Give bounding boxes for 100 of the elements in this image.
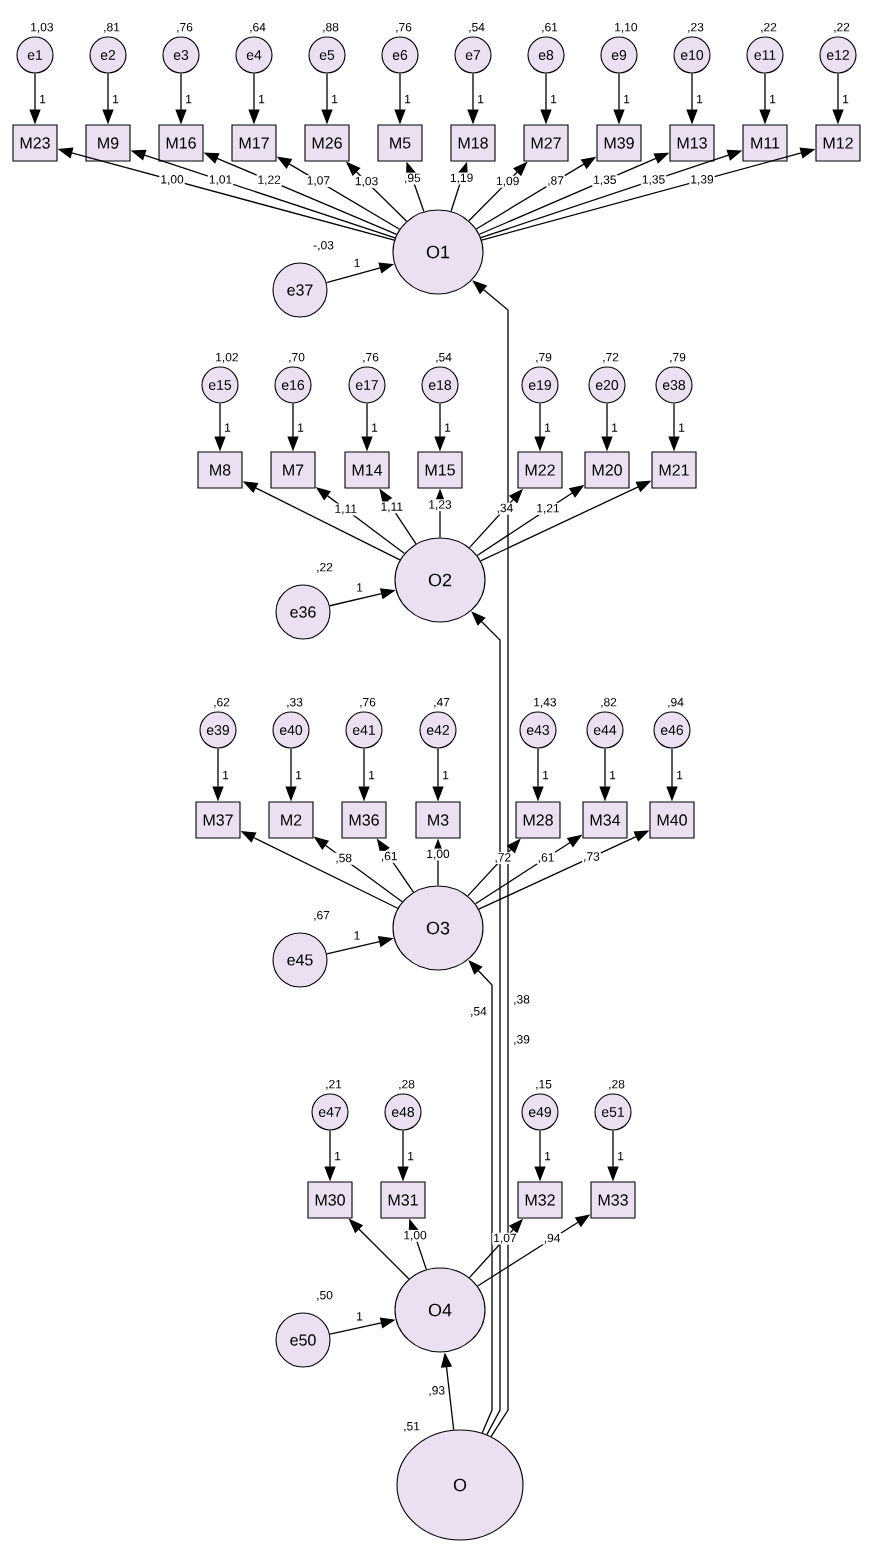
variance-label: ,79	[670, 352, 686, 363]
edge-label: 1	[355, 582, 364, 593]
edge-label: 1	[352, 930, 362, 941]
edge-label: 1,35	[592, 174, 618, 187]
edge-label: 1,00	[425, 848, 451, 861]
edge-label: 1	[352, 257, 362, 269]
edge-label: 1,39	[689, 174, 715, 186]
variable-box: M34	[582, 801, 628, 839]
edge-label: 1	[610, 422, 619, 433]
variance-label: ,23	[688, 22, 704, 33]
edge-label: 1	[476, 93, 485, 105]
variance-label: ,61	[542, 22, 558, 33]
variance-label: ,22	[317, 562, 333, 573]
variance-label: ,62	[214, 697, 230, 708]
variance-label: ,54	[436, 353, 452, 363]
edge-label: 1,09	[495, 175, 521, 188]
edge-label: 1,00	[159, 174, 185, 186]
edge-label: 1	[543, 1150, 552, 1162]
variable-box: M8	[197, 451, 243, 489]
edge-label: ,72	[493, 852, 513, 864]
variable-box: M30	[307, 1181, 353, 1219]
variance-label: ,15	[536, 1080, 552, 1090]
edge-label: ,54	[469, 1006, 488, 1018]
variable-box: M7	[270, 451, 316, 489]
variable-box: M33	[590, 1181, 636, 1219]
variable-box: M28	[515, 801, 561, 839]
edge-label: ,95	[403, 172, 422, 185]
edge-label: 1	[616, 1150, 625, 1162]
variable-box: M37	[195, 801, 241, 839]
edge-label: 1,11	[379, 501, 404, 514]
variable-box: M32	[517, 1181, 563, 1219]
variance-label: ,33	[287, 697, 303, 708]
edge-label: 1	[677, 422, 686, 433]
edge-label: 1	[294, 769, 303, 781]
edge-label: 1	[695, 93, 704, 105]
variance-label: ,76	[360, 697, 376, 708]
variance-label: ,70	[289, 352, 305, 363]
edge-label: 1	[841, 93, 850, 105]
edge-label: 1	[549, 93, 558, 105]
edge-label: 1	[223, 422, 232, 433]
edge-label: 1,00	[402, 1229, 428, 1242]
variance-label: ,76	[363, 352, 379, 363]
variance-label: ,28	[399, 1079, 415, 1090]
variance-label: 1,10	[615, 22, 638, 33]
variable-box: M36	[341, 801, 387, 839]
variance-label: -,03	[313, 240, 334, 251]
variable-box: M18	[450, 124, 496, 162]
variance-label: 1,43	[534, 697, 557, 708]
variable-box: M15	[417, 451, 463, 489]
edge-label: 1,35	[640, 174, 667, 187]
variance-label: ,79	[536, 352, 552, 363]
variable-box: M23	[12, 124, 58, 162]
edge-label: 1,03	[353, 175, 380, 188]
edge-label: 1	[330, 93, 339, 105]
variable-box: M9	[85, 124, 131, 162]
edge-label: 1,23	[427, 499, 453, 512]
edge-label: 1	[370, 422, 379, 433]
edge-label: ,38	[512, 994, 531, 1006]
variance-label: ,88	[323, 22, 339, 33]
variance-label: ,28	[609, 1079, 625, 1090]
edge-label: ,34	[495, 502, 515, 515]
edge-label: 1	[403, 93, 412, 105]
edge-label: 1	[38, 93, 47, 105]
edge-label: 1,19	[448, 172, 475, 185]
variable-box: M31	[380, 1181, 426, 1219]
variance-label: ,54	[469, 23, 485, 33]
variable-box: M5	[377, 124, 423, 162]
variance-label: ,72	[603, 352, 619, 363]
edge-label: 1,07	[492, 1232, 518, 1245]
edge-label: ,61	[536, 852, 556, 865]
edge-label: 1	[296, 422, 305, 433]
variable-box: M21	[651, 451, 697, 489]
edge-label: ,87	[546, 175, 565, 188]
variance-label: ,22	[761, 22, 777, 33]
arrow	[471, 611, 501, 1436]
variable-box: M13	[669, 124, 715, 162]
variance-label: ,21	[326, 1079, 342, 1090]
variable-box: M11	[742, 124, 788, 162]
variable-box: M12	[815, 124, 861, 162]
variable-box: M22	[517, 451, 563, 489]
variance-label: ,22	[834, 22, 850, 33]
edge-label: 1	[355, 1311, 364, 1322]
variable-box: M2	[268, 801, 314, 839]
edge-label: 1	[221, 769, 230, 781]
variance-label: ,76	[177, 22, 193, 33]
variable-box: M3	[415, 801, 461, 839]
edge-label: 1	[367, 769, 376, 781]
variable-box: M20	[584, 451, 630, 489]
edge-label: ,58	[334, 852, 354, 865]
variance-label: ,50	[317, 1290, 333, 1301]
variable-box: M17	[231, 124, 277, 162]
edge-label: 1,11	[333, 503, 358, 516]
edge-label: 1	[333, 1150, 342, 1162]
edge-label: 1	[622, 93, 631, 105]
edge-label: 1,01	[207, 174, 234, 187]
variance-label: ,64	[250, 22, 266, 33]
variable-box: M27	[523, 124, 569, 162]
edge-label: ,93	[427, 1385, 447, 1397]
edge-label: 1	[111, 93, 120, 105]
edge-label: ,39	[512, 1034, 531, 1046]
